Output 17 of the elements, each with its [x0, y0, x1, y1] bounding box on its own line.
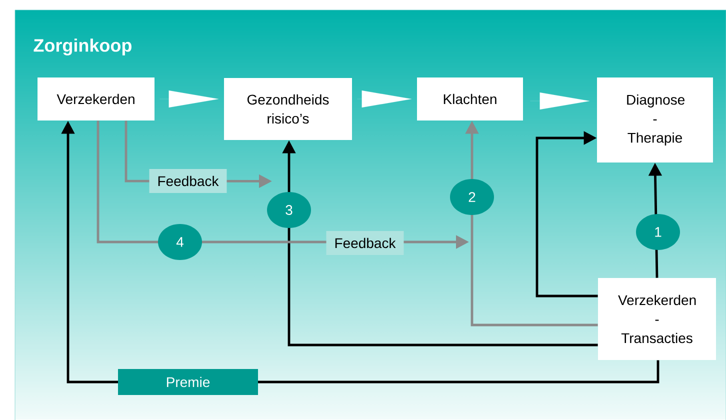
edge-label: Feedback: [149, 169, 227, 193]
chevron-arrow: [357, 90, 412, 108]
edge-label: Feedback: [326, 231, 404, 255]
number-badge: 3: [267, 192, 311, 228]
process-box: Klachten: [417, 78, 523, 120]
chevron-arrow: [160, 90, 219, 108]
title: Zorginkoop: [34, 38, 132, 56]
number-badge: 4: [158, 224, 202, 260]
arrow: [536, 131, 598, 298]
chevron-arrow: [530, 92, 590, 110]
process-box: Gezondheids risico’s: [224, 78, 352, 140]
number-badge: 1: [636, 214, 680, 250]
edge-label: Premie: [118, 369, 258, 395]
process-box: Verzekerden: [38, 78, 154, 120]
process-box: Diagnose - Therapie: [597, 78, 713, 162]
number-badge: 2: [450, 179, 494, 215]
process-box: Verzekerden - Transacties: [598, 278, 716, 360]
